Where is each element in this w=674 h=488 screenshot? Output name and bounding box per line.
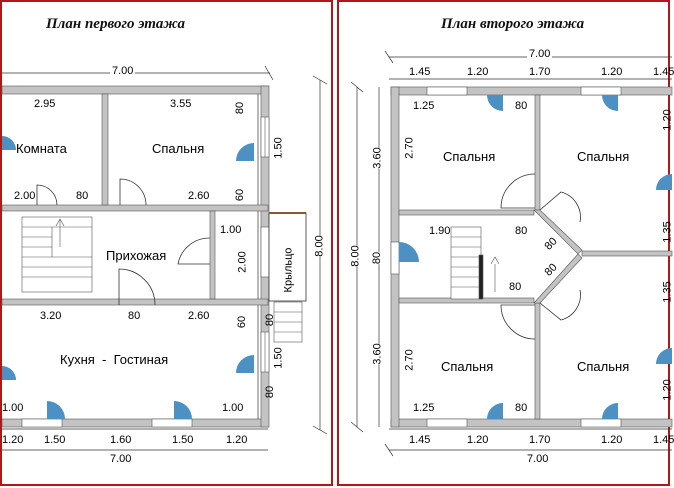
floor2-room-bl: Спальня [441,359,494,374]
floor1-dim-bottom-right: 1.00 [222,402,244,414]
floor1-dim-top-right: 3.55 [170,98,192,110]
floor1-stairs [21,216,93,293]
floor2-stairs [450,226,500,300]
floor2-dim-left-total: 8.00 [349,245,362,267]
floor2-dim-left-80: 80 [371,251,384,265]
floor2-dim-door-bl: 80 [515,402,528,414]
floor2-dim-bottom-2: 1.20 [467,434,489,446]
floor2-dim-win-tl: 1.25 [413,100,435,112]
floor2-room-tl: Спальня [443,149,496,164]
floor1-dim-r-150b: 1.50 [272,347,285,369]
floor2-dim-right-120a: 1.20 [661,109,674,131]
floor2-dim-left-360b: 3.60 [371,343,384,365]
floor1-dim-r-60a: 60 [234,188,247,202]
floor1-dim-hall-left: 3.20 [40,310,62,322]
floor2-dim-hall-80b: 80 [509,281,522,293]
floor1-dim-r-80a: 80 [234,101,247,115]
floor2-dim-total-bottom: 7.00 [527,453,549,465]
floor2-plan [350,50,673,457]
floor1-dim-outer-1: 1.20 [2,434,24,446]
floor1-title: План первого этажа [46,16,186,32]
floor2-dim-bottom-1: 1.45 [409,434,431,446]
floor2-panel: План второго этажа [337,0,674,486]
floor1-dim-bottom-left: 1.00 [2,402,24,414]
floor2-dim-bottom-3: 1.70 [529,434,551,446]
floor2-dim-top-1: 1.45 [409,66,431,78]
floor1-dim-hall-right: 2.60 [188,310,210,322]
floor2-dim-right-135b: 1.35 [661,281,674,303]
floor2-walls [390,86,673,428]
floor1-plan [1,65,328,451]
floor2-room-br: Спальня [577,359,630,374]
room-prikhozhaya: Прихожая [106,248,167,263]
floor1-dim-outer-5: 1.20 [226,434,248,446]
floor2-dim-hall-190: 1.90 [429,225,451,237]
floor1-dim-r-60b: 60 [236,315,249,329]
floor1-doors [2,136,254,419]
floor1-dim-row1-left: 2.00 [14,190,36,202]
floor1-dim-r-100: 1.00 [220,224,242,236]
floor1-dim-outer-3: 1.60 [110,434,132,446]
floor1-dim-total-bottom: 7.00 [110,453,132,465]
porch-label: Крыльцо [282,247,295,293]
floor2-dim-left-360a: 3.60 [371,147,384,169]
floor2-dim-bottom-5: 1.45 [653,434,674,446]
floor2-dim-top-5: 1.45 [653,66,674,78]
floor1-dim-side-total: 8.00 [313,235,326,257]
floor2-dim-hall-80a: 80 [515,225,528,237]
floor2-dim-top-3: 1.70 [529,66,551,78]
floor2-dim-inner-270a: 2.70 [403,137,416,159]
floor1-dim-r-80c: 80 [264,385,277,399]
floor1-dim-r-80b: 80 [264,313,277,327]
floor1-dim-row1-door: 80 [76,190,89,202]
floor2-dim-win-bl: 1.25 [413,402,435,414]
floor1-panel: План первого этажа [0,0,333,486]
room-spalnya-1: Спальня [152,141,205,156]
floor2-dim-right-120b: 1.20 [661,379,674,401]
floor1-dim-total-top: 7.00 [110,65,136,77]
floor2-dim-bottom-4: 1.20 [601,434,623,446]
floor2-dim-inner-270b: 2.70 [403,349,416,371]
floor1-dim-top-left: 2.95 [34,98,56,110]
floor2-dim-total-top: 7.00 [527,48,553,60]
floor2-dim-door-tl: 80 [515,100,528,112]
floor1-dim-hall-door: 80 [128,310,141,322]
floor2-room-tr: Спальня [577,149,630,164]
room-komnata: Комната [16,141,67,156]
floor2-windows [390,86,622,428]
floor1-dim-outer-2: 1.50 [44,434,66,446]
porch-steps [273,301,303,343]
floor1-dim-r-200: 2.00 [236,251,249,273]
porch [268,212,307,302]
room-kukhnya-gostinaya: Кухня - Гостиная [60,352,169,367]
floor2-dim-top-2: 1.20 [467,66,489,78]
floor2-dim-right-135a: 1.35 [661,221,674,243]
floor2-doors [399,95,672,419]
floor1-dim-row1-right: 2.60 [188,190,210,202]
floor1-dim-r-150a: 1.50 [272,137,285,159]
floor1-windows [21,116,270,428]
floor1-dim-outer-4: 1.50 [172,434,194,446]
floor2-dim-top-4: 1.20 [601,66,623,78]
floor2-title: План второго этажа [441,16,585,32]
